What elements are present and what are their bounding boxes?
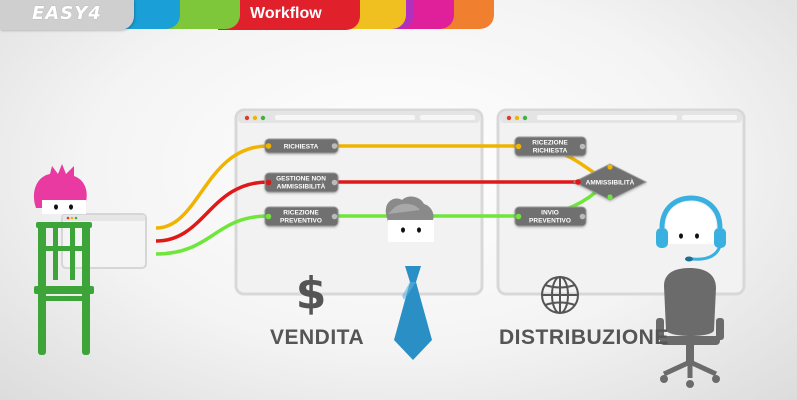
customer-icon (33, 164, 87, 214)
vendita-panel (234, 108, 484, 296)
node-ricezione-preventivo-label-1: RICEZIONE (283, 210, 319, 217)
tab-workflow-label: Workflow (250, 5, 322, 22)
node-gestione-label-2: AMMISSIBILITÀ (277, 182, 326, 191)
node-invio-label-2: PREVENTIVO (529, 218, 571, 225)
operator-headset-icon (656, 195, 726, 262)
node-gestione-label-1: GESTIONE NON (276, 176, 326, 183)
red-flow-line (155, 180, 582, 243)
vendita-label: VENDITA (270, 326, 365, 349)
decision-ammissibilita[interactable]: AMMISSIBILITÀ (572, 163, 648, 201)
node-gestione-non-ammissibilita[interactable]: GESTIONE NON AMMISSIBILITÀ (264, 172, 339, 193)
salesman-icon (385, 196, 434, 242)
node-ricezione-preventivo-label-2: PREVENTIVO (280, 218, 322, 225)
tab-workflow[interactable]: Workflow (218, 0, 360, 30)
logo-text: EASY4 (32, 3, 102, 24)
node-richiesta-label: RICHIESTA (284, 144, 319, 151)
decision-ammissibilita-label: AMMISSIBILITÀ (586, 178, 635, 187)
node-ricezione-richiesta-label-2: RICHIESTA (533, 148, 568, 155)
chair-icon (34, 222, 94, 355)
dollar-symbol: $ (296, 268, 327, 319)
distribuzione-label: DISTRIBUZIONE (499, 326, 669, 349)
node-invio-preventivo[interactable]: INVIO PREVENTIVO (514, 206, 587, 227)
easy4-logo[interactable]: EASY4 (0, 0, 134, 30)
node-invio-label-1: INVIO (541, 210, 559, 217)
tie-icon (394, 266, 432, 360)
node-ricezione-richiesta-label-1: RICEZIONE (532, 140, 568, 147)
globe-icon (541, 276, 579, 314)
node-ricezione-richiesta[interactable]: RICEZIONE RICHIESTA (514, 136, 587, 157)
node-richiesta[interactable]: RICHIESTA (264, 138, 339, 154)
dollar-icon: $ (296, 268, 327, 319)
office-chair-icon (656, 268, 724, 388)
yellow-flow-line (155, 144, 597, 230)
top-tab-bar: Workflow EASY4 (0, 0, 500, 30)
node-ricezione-preventivo[interactable]: RICEZIONE PREVENTIVO (264, 206, 339, 227)
